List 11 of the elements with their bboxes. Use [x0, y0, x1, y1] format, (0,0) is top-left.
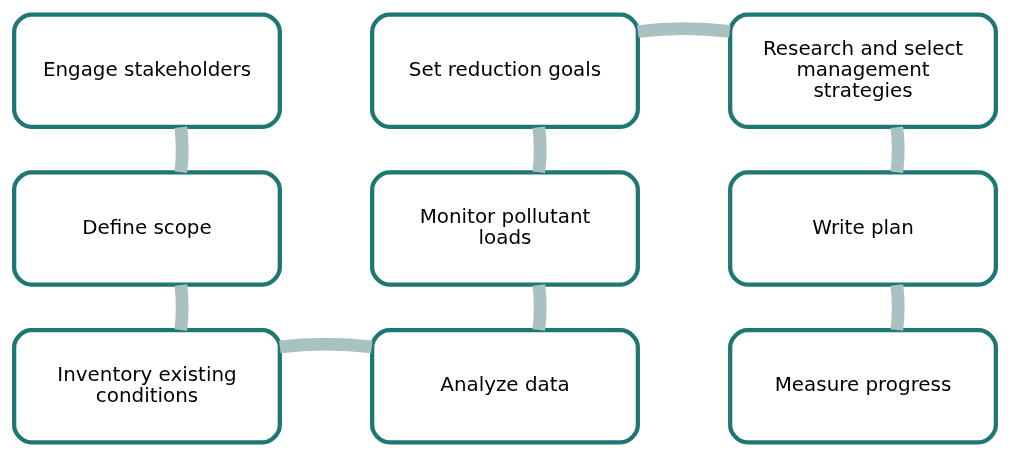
node-box: Inventory existing conditions	[12, 327, 282, 445]
node-box: Set reduction goals	[370, 12, 640, 130]
node-box: Research and select management strategies	[728, 12, 998, 130]
connector	[637, 22, 731, 38]
node-box: Engage stakeholders	[12, 12, 282, 130]
node-box: Write plan	[728, 170, 998, 287]
node-box: Measure progress	[728, 327, 998, 445]
node-box: Monitor pollutant loads	[370, 170, 640, 287]
node-box: Define scope	[12, 170, 282, 287]
connector	[279, 337, 373, 354]
node-box: Analyze data	[370, 327, 640, 445]
